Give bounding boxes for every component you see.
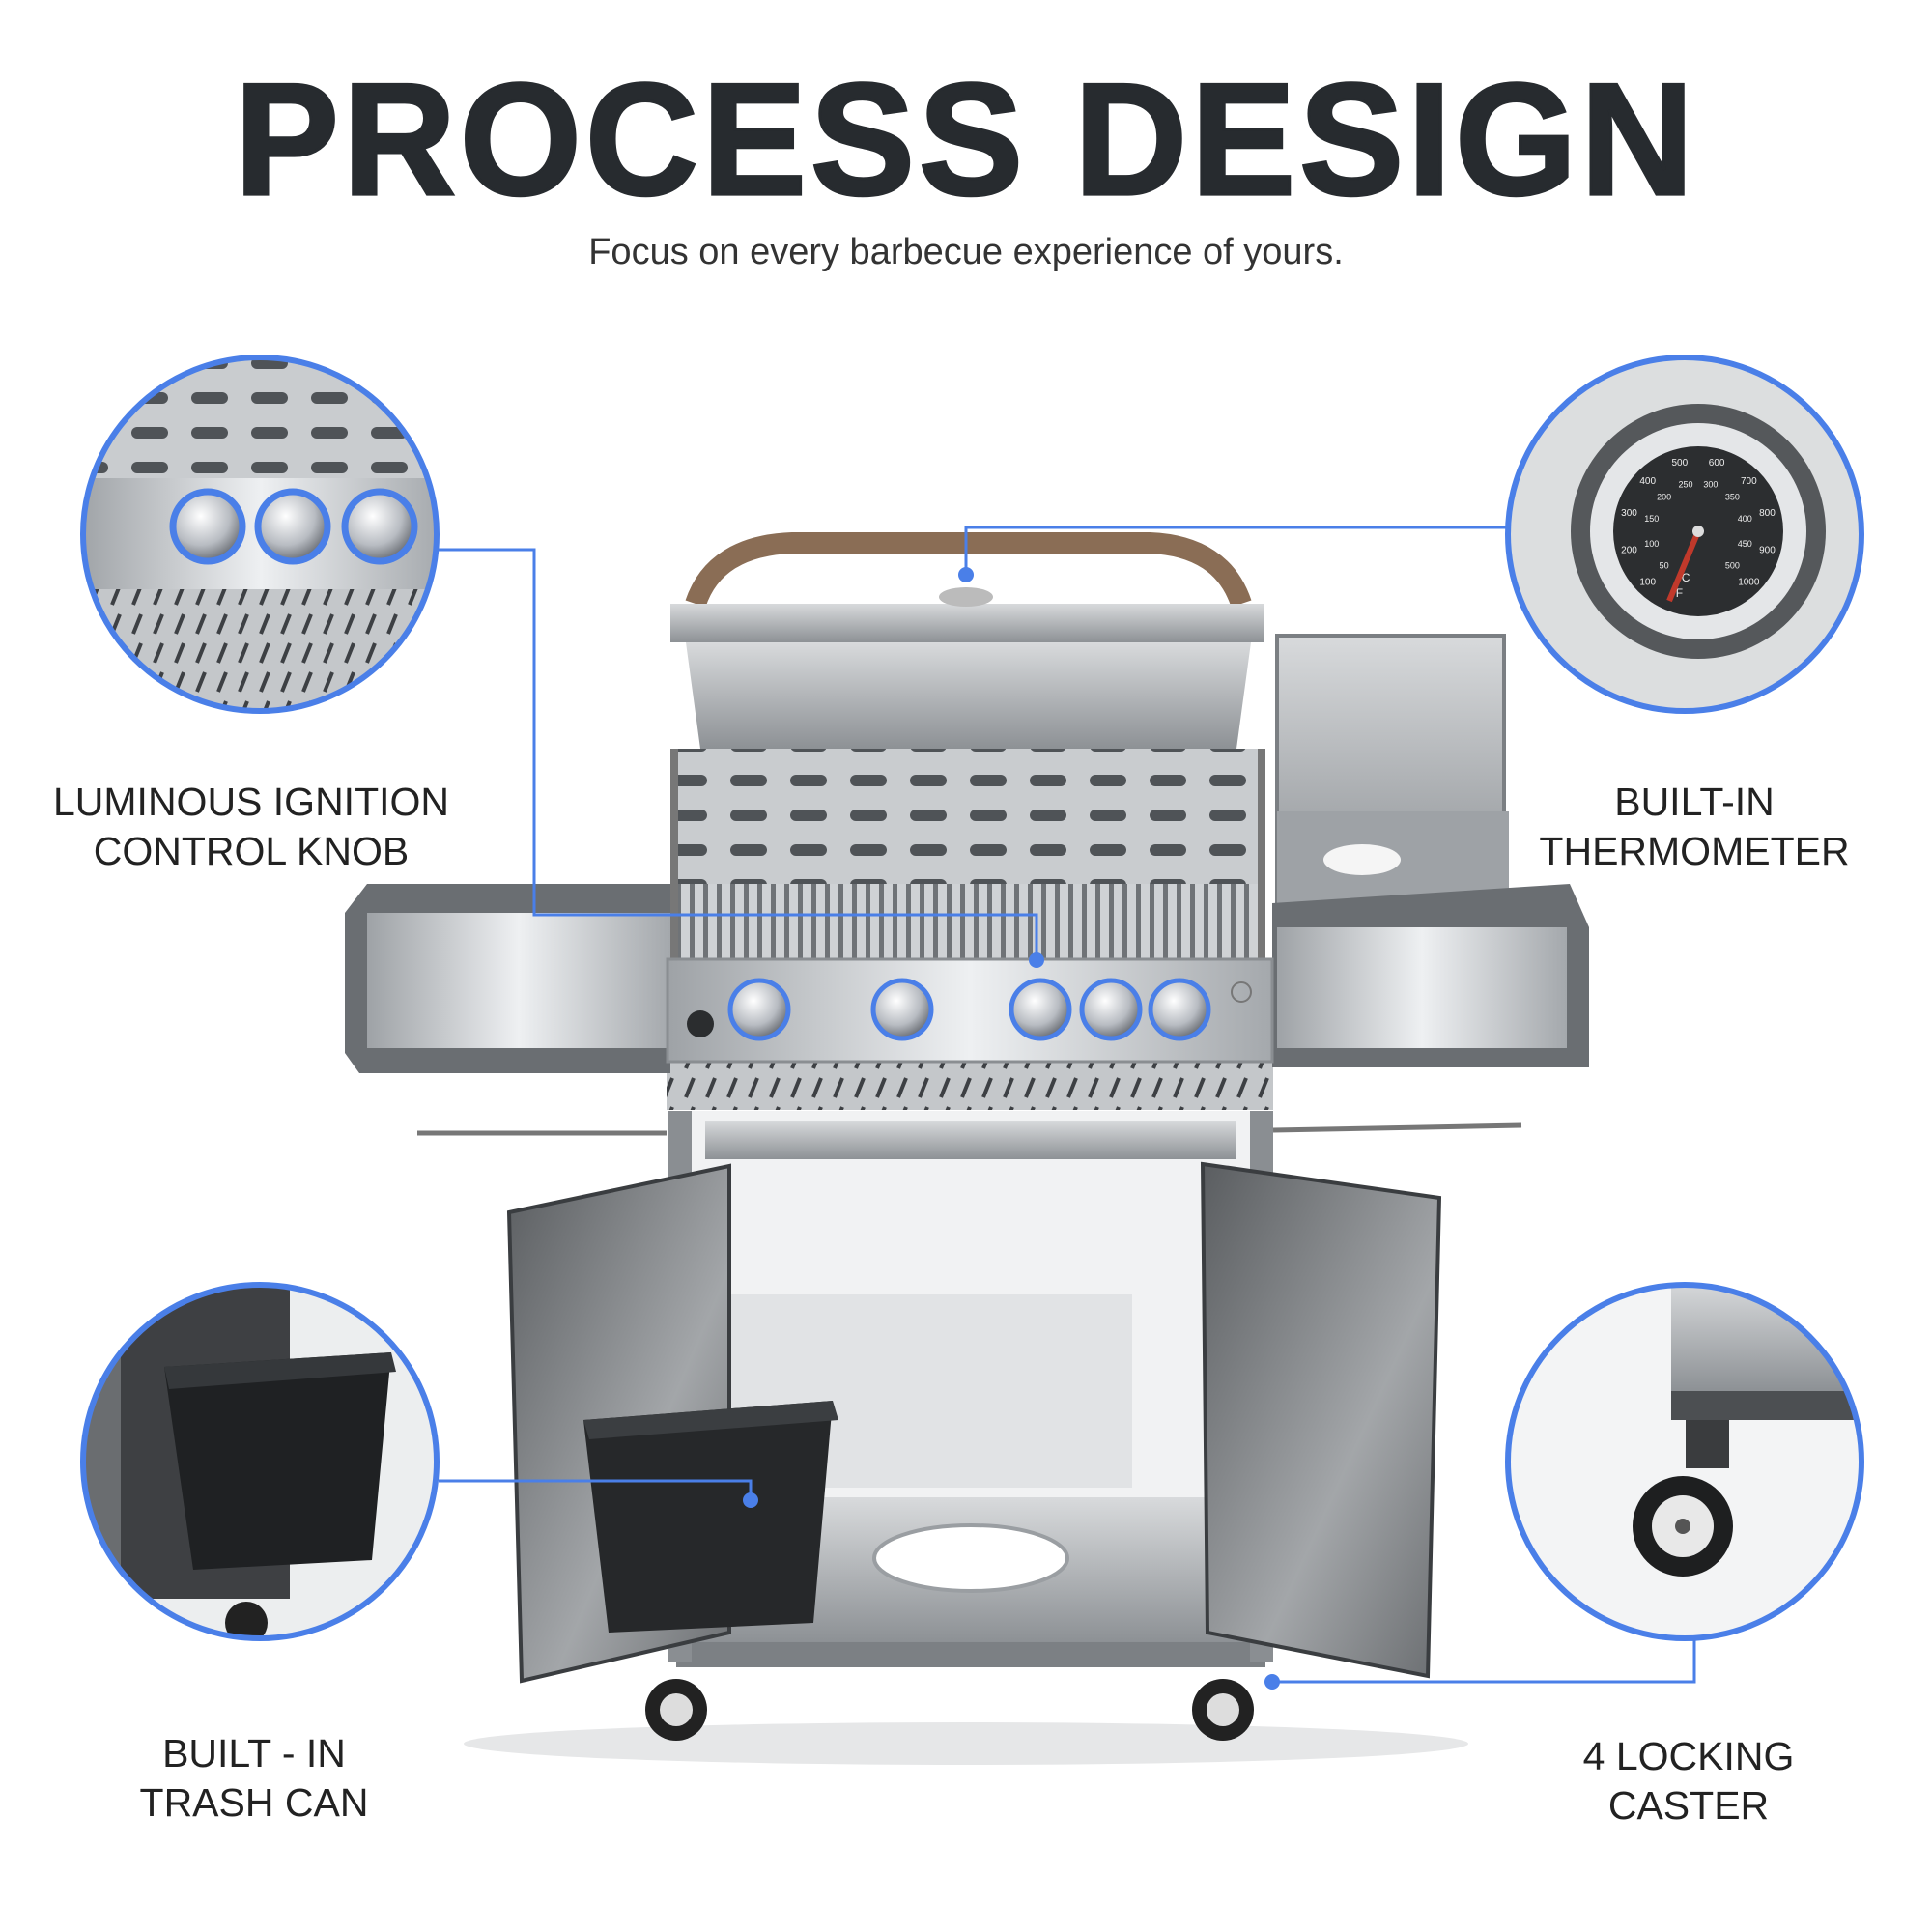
celsius-tick-label: 50 <box>1660 560 1669 570</box>
left-side-shelf <box>345 884 670 1073</box>
feature-label-ignition: LUMINOUS IGNITION CONTROL KNOB <box>0 778 522 876</box>
feature-label-line: BUILT-IN <box>1614 780 1775 824</box>
towel-bar-right <box>1272 1122 1522 1133</box>
celsius-tick-label: 150 <box>1644 514 1659 524</box>
feature-label-line: 4 LOCKING <box>1582 1734 1795 1778</box>
control-knob <box>727 978 1211 1041</box>
thermometer-detail-image: 100 200 300 400 500 600 700 800 900 1000 50 100 150 2… <box>1508 357 1861 711</box>
fahrenheit-tick-label: 1000 <box>1738 578 1760 588</box>
celsius-tick-label: 250 <box>1679 480 1693 490</box>
fahrenheit-tick-label: 200 <box>1621 545 1637 555</box>
celsius-tick-label: 400 <box>1738 514 1752 524</box>
thermometer-dial: 100 200 300 400 500 600 700 800 900 1000 50 100 150 2… <box>1621 458 1776 600</box>
feature-label-line: BUILT - IN <box>162 1731 346 1776</box>
vent-panel <box>667 1062 1273 1110</box>
feature-label-thermometer: BUILT-IN THERMOMETER <box>1424 778 1932 876</box>
callout-dot <box>743 567 1280 1690</box>
fahrenheit-tick-label: 900 <box>1759 545 1776 555</box>
lid-handle <box>685 532 1252 608</box>
detail-circle-ignition <box>80 355 440 714</box>
grill-lid <box>670 532 1264 749</box>
callout-lines <box>439 526 1696 1684</box>
feature-label-line: THERMOMETER <box>1539 829 1850 873</box>
feature-label-caster: 4 LOCKING CASTER <box>1418 1732 1932 1831</box>
fahrenheit-tick-label: 300 <box>1621 508 1637 519</box>
celsius-tick-label: 300 <box>1703 480 1718 490</box>
fahrenheit-tick-label: 600 <box>1709 458 1725 469</box>
side-burner <box>1272 634 1589 1067</box>
trash-detail-image <box>83 1285 437 1638</box>
celsius-tick-label: 450 <box>1738 539 1752 549</box>
fahrenheit-tick-label: 700 <box>1741 476 1757 487</box>
control-panel <box>666 957 1274 1064</box>
page-title: PROCESS DESIGN <box>233 49 1698 231</box>
celsius-tick-label: 500 <box>1725 560 1740 570</box>
detail-circle-thermometer <box>1505 355 1864 714</box>
detail-circle-caster <box>1505 1282 1864 1641</box>
celsius-tick-label: 200 <box>1657 493 1671 502</box>
celsius-tick-label: 100 <box>1644 539 1659 549</box>
ground-shadow <box>464 1722 1468 1765</box>
caster-wheel <box>645 1679 1254 1741</box>
feature-label-line: LUMINOUS IGNITION <box>52 780 450 824</box>
celsius-tick-label: 350 <box>1725 493 1740 502</box>
firebox <box>670 749 1265 961</box>
fahrenheit-tick-label: 500 <box>1672 458 1689 469</box>
feature-label-line: CONTROL KNOB <box>93 829 410 873</box>
page-subtitle: Focus on every barbecue experience of yo… <box>588 232 1344 272</box>
fahrenheit-tick-label: 400 <box>1639 476 1656 487</box>
ignition-button <box>687 1010 714 1037</box>
fahrenheit-tick-label: 100 <box>1639 578 1656 588</box>
feature-label-line: TRASH CAN <box>139 1780 369 1825</box>
right-door <box>1200 1161 1442 1679</box>
fahrenheit-tick-label: 800 <box>1759 508 1776 519</box>
feature-label-trash: BUILT - IN TRASH CAN <box>0 1729 525 1828</box>
trash-can <box>583 1401 838 1633</box>
feature-label-line: CASTER <box>1607 1783 1770 1828</box>
cooking-grates <box>676 884 1261 961</box>
detail-circle-trash <box>80 1282 440 1641</box>
